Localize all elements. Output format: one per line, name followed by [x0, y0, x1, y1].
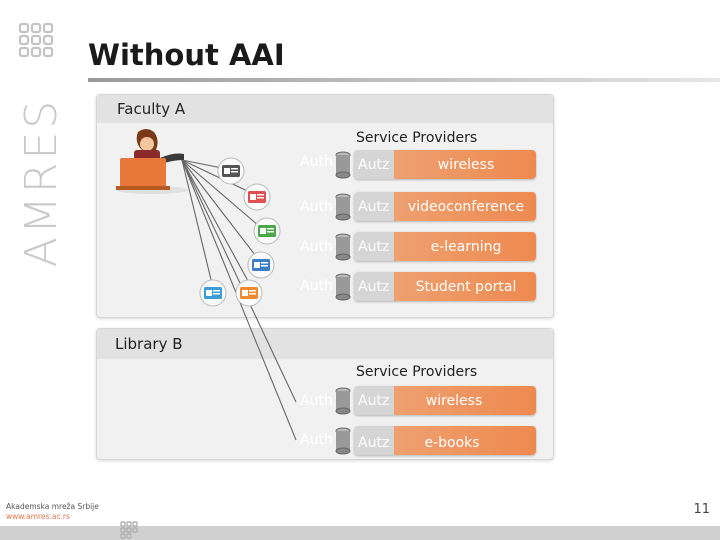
footer-logo-icon — [120, 521, 138, 539]
library-sp-title: Service Providers — [356, 364, 478, 380]
auth-label: Auth — [300, 432, 333, 448]
database-icon — [335, 387, 351, 415]
service-label: e-learning — [430, 239, 502, 255]
auth-label: Auth — [300, 278, 333, 294]
auth-label: Auth — [300, 154, 333, 170]
service-label: videoconference — [407, 199, 525, 215]
service-label: wireless — [437, 157, 495, 173]
id-card-icon — [235, 279, 263, 307]
id-card-icon — [253, 217, 281, 245]
autz-label: Autz — [358, 279, 390, 295]
faculty-panel-header: Faculty A — [97, 95, 553, 123]
autz-label: Autz — [358, 435, 390, 451]
service-bar — [354, 232, 536, 261]
footer-bar — [0, 526, 720, 540]
id-card-icon — [217, 157, 245, 185]
org-name: Akademska mreža Srbije — [6, 502, 99, 511]
auth-label: Auth — [300, 199, 333, 215]
library-service-row: Auth Autz wireless — [296, 386, 536, 416]
library-panel-header: Library B — [97, 329, 553, 359]
service-label: Student portal — [415, 279, 517, 295]
student-laptop-illustration — [116, 129, 188, 194]
service-label: wireless — [425, 393, 483, 409]
faculty-service-row: Auth Autz wireless — [296, 150, 536, 180]
title-divider — [88, 78, 720, 82]
id-card-icon — [247, 251, 275, 279]
faculty-service-row: Auth Autz Student portal — [296, 272, 536, 302]
auth-label: Auth — [300, 393, 333, 409]
database-icon — [335, 193, 351, 221]
service-bar — [354, 426, 536, 455]
database-icon — [335, 427, 351, 455]
service-bar — [354, 192, 536, 221]
database-icon — [335, 233, 351, 261]
service-bar — [354, 386, 536, 415]
autz-label: Autz — [358, 239, 390, 255]
service-label: e-books — [424, 435, 480, 451]
autz-label: Autz — [358, 199, 390, 215]
database-icon — [335, 273, 351, 301]
id-card-icon — [199, 279, 227, 307]
faculty-service-row: Auth Autz e-learning — [296, 232, 536, 262]
amres-wordmark: AMRES — [16, 97, 68, 267]
id-card-icon — [243, 183, 271, 211]
slide-title: Without AAI — [88, 38, 285, 72]
library-service-row: Auth Autz e-books — [296, 426, 536, 456]
org-url[interactable]: www.amres.ac.rs — [6, 512, 70, 521]
faculty-service-row: Auth Autz videoconference — [296, 192, 536, 222]
auth-label: Auth — [300, 239, 333, 255]
autz-label: Autz — [358, 393, 390, 409]
amres-logo-icon — [18, 22, 54, 58]
faculty-sp-title: Service Providers — [356, 130, 478, 146]
service-bar — [354, 272, 536, 301]
page-number: 11 — [693, 502, 710, 517]
database-icon — [335, 151, 351, 179]
library-label: Library B — [115, 335, 183, 353]
service-bar — [354, 150, 536, 179]
autz-label: Autz — [358, 157, 390, 173]
faculty-label: Faculty A — [117, 100, 186, 118]
